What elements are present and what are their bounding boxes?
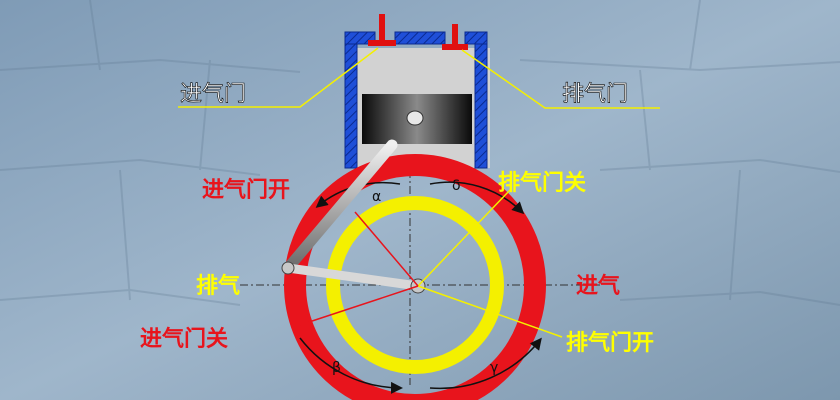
label-intake: 进气 <box>576 273 620 299</box>
leader-intake-valve <box>178 47 379 108</box>
angle-beta-label: β <box>332 360 341 376</box>
red-ring <box>284 154 546 400</box>
angle-gamma-label: γ <box>490 360 498 376</box>
crank-pin <box>281 261 295 275</box>
yellow-ring <box>326 196 504 374</box>
leader-intake-close <box>299 285 419 326</box>
exhaust-valve <box>442 24 468 50</box>
connecting-rod <box>282 139 398 274</box>
label-exhaust-valve: 排气门 <box>562 82 628 107</box>
label-intake-valve: 进气门 <box>180 82 246 107</box>
red-leader-lines <box>299 211 419 326</box>
piston <box>362 94 472 144</box>
angle-delta-label: δ <box>452 178 461 194</box>
leader-exhaust-open <box>417 285 563 338</box>
label-intake-valve-open: 进气门开 <box>202 177 290 203</box>
intake-valve <box>368 14 396 46</box>
leader-exhaust-valve <box>461 49 660 109</box>
angle-alpha-label: α <box>372 189 381 205</box>
leader-exhaust-close <box>417 189 511 287</box>
label-exhaust-valve-open: 排气门开 <box>566 330 654 356</box>
leader-lines <box>178 47 660 338</box>
label-exhaust: 排气 <box>196 273 240 299</box>
crank-arm <box>283 263 423 291</box>
background-stones <box>0 0 840 306</box>
label-exhaust-valve-close: 排气门关 <box>498 170 586 196</box>
label-intake-valve-close: 进气门关 <box>140 326 228 352</box>
leader-intake-open <box>354 211 419 287</box>
